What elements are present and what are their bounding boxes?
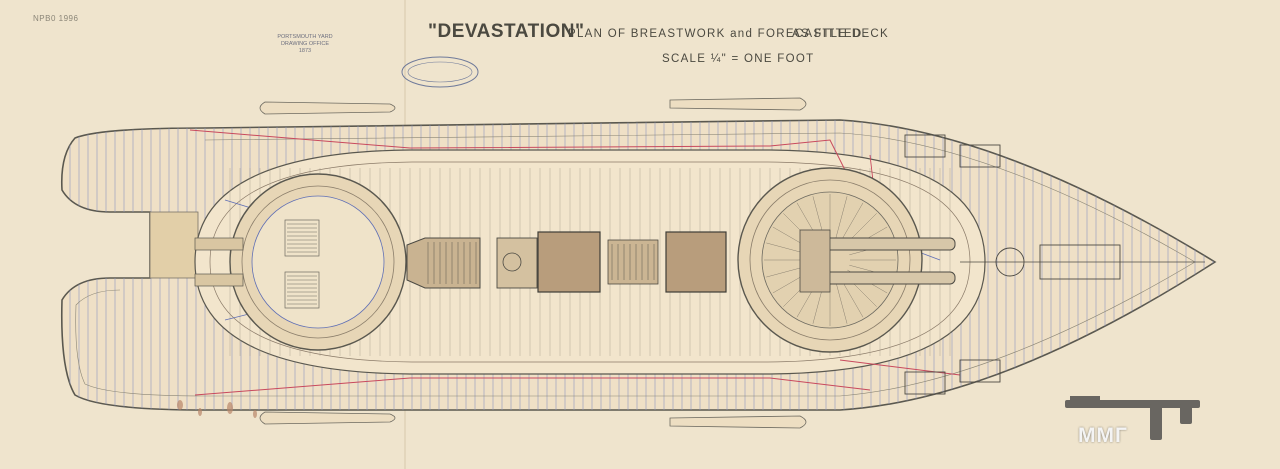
funnel-forward	[665, 231, 727, 293]
inner-hull-line	[75, 132, 1196, 397]
submachine-gun-icon	[1065, 396, 1200, 440]
office-stamp	[401, 56, 479, 88]
red-pipe-run	[194, 377, 871, 396]
boat-port-fwd	[669, 97, 807, 111]
red-pipe-run	[189, 129, 861, 201]
boat-stbd-fwd	[669, 415, 807, 429]
drawing-scale: SCALE ¼" = ONE FOOT	[662, 53, 815, 65]
drawing-fitted-note: AS FITTED.	[792, 28, 867, 40]
breastwork-inner	[209, 161, 971, 363]
gun-barrel-lower	[819, 271, 956, 285]
bow-machinery	[904, 134, 1205, 395]
drawing-title: "DEVASTATION"	[428, 21, 585, 42]
funnel-aft	[537, 231, 601, 293]
flying-deck-boat-starboard	[259, 411, 396, 425]
drawing-subtitle: PLAN OF BREASTWORK and FORECASTLE DECK	[568, 28, 889, 40]
stern-well	[149, 211, 199, 279]
watermark-text: ММГ	[1078, 424, 1128, 447]
forward-turret	[737, 167, 956, 353]
rust-stains	[177, 400, 257, 418]
stamp-line: PORTSMOUTH YARD	[277, 34, 333, 40]
central-superstructure	[406, 231, 727, 293]
aft-turret	[194, 173, 407, 351]
gun-barrel-upper	[819, 237, 956, 251]
stamp-line: DRAWING OFFICE	[280, 41, 330, 47]
reference-number: NPB0 1996	[33, 14, 79, 23]
flying-deck-boat-port	[259, 101, 396, 115]
stamp-line: 1873	[298, 48, 312, 54]
office-stamp-text: PORTSMOUTH YARD DRAWING OFFICE 1873	[276, 34, 334, 55]
